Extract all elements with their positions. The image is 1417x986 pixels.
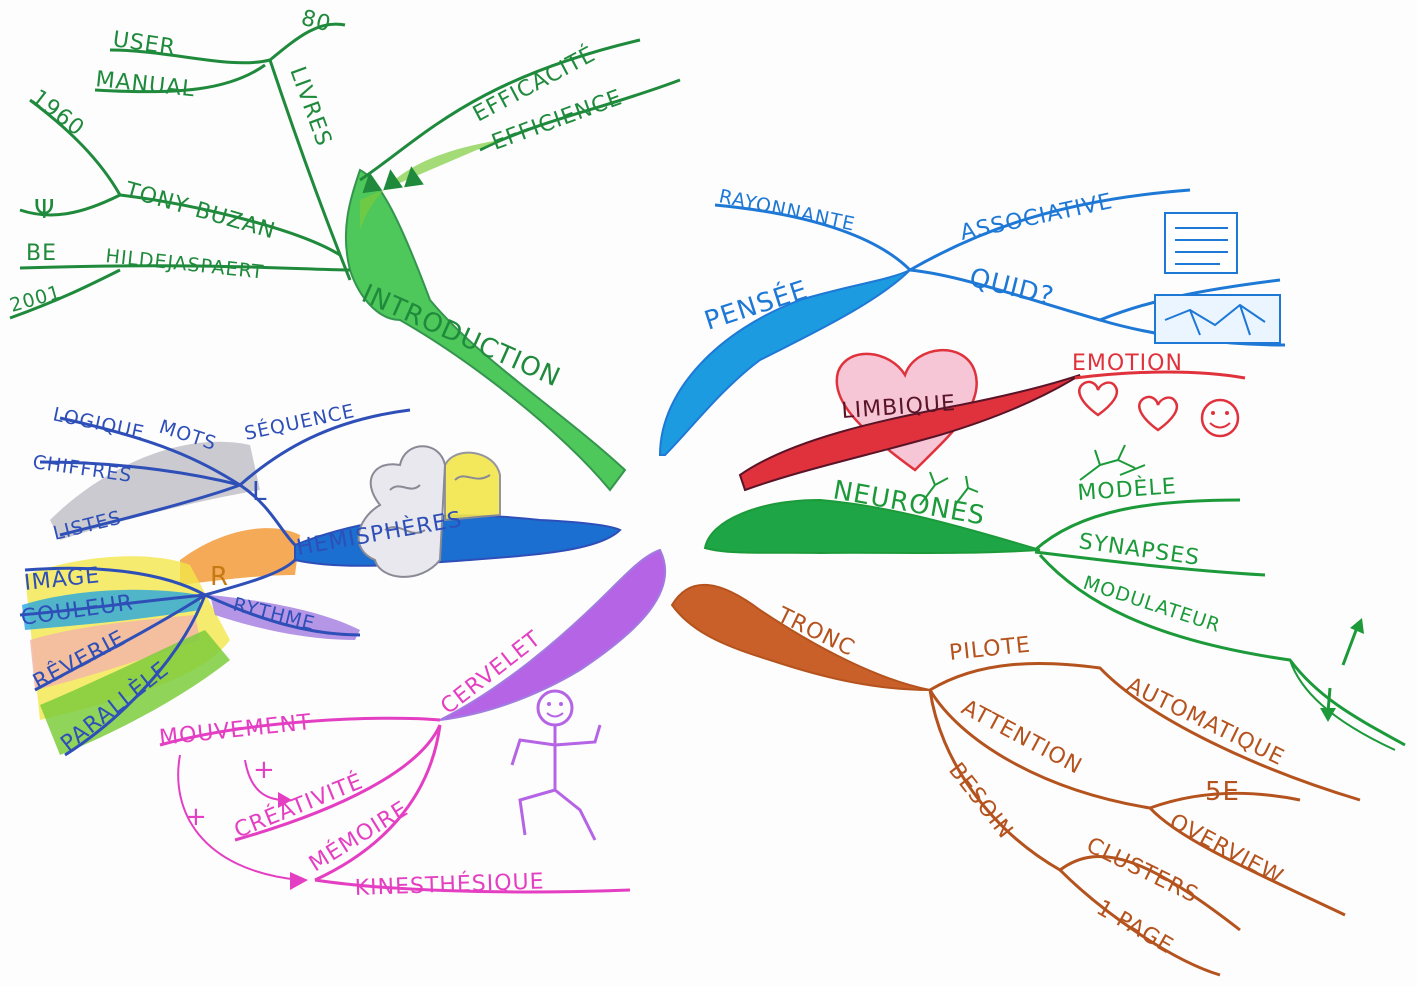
rayonnante-label: RAYONNANTE <box>717 185 857 235</box>
livres-branch <box>268 59 352 281</box>
one-page-label: 1 PAGE <box>1092 896 1178 960</box>
cervelet-main-branch <box>439 548 667 721</box>
tronc-main-branch <box>670 583 931 691</box>
curved-arrow-1 <box>177 754 301 881</box>
quid-branch <box>909 268 1281 322</box>
five-e-label: 5E <box>1205 777 1240 807</box>
smiley-icon <box>1200 398 1240 438</box>
couleur-branch <box>19 593 206 617</box>
branch-hemispheres: L R HEMISPHÈRES SÉQUENCE MOTS LOGIQUE CH… <box>19 399 622 757</box>
introduction-label: INTRODUCTION <box>357 279 565 394</box>
mouvement-label: MOUVEMENT <box>158 710 313 751</box>
plus-sign-1: + <box>253 755 276 785</box>
tony-buzan-label: TONY BUZAN <box>121 177 278 244</box>
associative-branch <box>909 188 1191 272</box>
orange-fill <box>180 528 300 585</box>
emotion-label: EMOTION <box>1072 351 1183 376</box>
modulateur-loop <box>1289 659 1396 751</box>
plus-sign-2: + <box>185 802 208 832</box>
besoin-branch <box>928 689 1241 932</box>
quid-label: QUID? <box>966 263 1057 313</box>
dendrite-icon-2 <box>1079 444 1146 481</box>
brain-icon <box>357 445 501 578</box>
overview-branch <box>1148 806 1346 917</box>
hilde-label: HILDEJASPAERT <box>104 245 265 284</box>
synapses-branch <box>1034 550 1266 577</box>
tony-branch <box>19 193 341 257</box>
logique-branch <box>59 416 241 487</box>
pilote-label: PILOTE <box>948 633 1032 666</box>
l-branch <box>239 483 297 547</box>
left-letter: L <box>252 477 268 507</box>
eighty-branch <box>269 22 346 62</box>
manual-label: MANUAL <box>94 67 196 102</box>
creativite-branch <box>234 724 442 842</box>
year-1960-label: 1960 <box>26 85 89 142</box>
arrow-head-2 <box>278 792 292 808</box>
user-branch <box>109 48 271 65</box>
chiffres-label: CHIFFRES <box>31 451 133 487</box>
besoin-label: BESOIN <box>943 758 1018 844</box>
mouvement-branch <box>159 716 441 747</box>
modele-branch <box>1034 498 1241 552</box>
stick-figure-icon <box>510 689 602 841</box>
sequence-branch <box>239 408 411 487</box>
manual-branch <box>94 63 266 94</box>
year-2001-branch <box>9 268 121 320</box>
attention-branch <box>928 689 1301 810</box>
limbique-main-branch <box>738 374 1081 492</box>
efficience-branch <box>479 78 681 152</box>
livres-label: LIVRES <box>284 64 336 151</box>
associative-label: ASSOCIATIVE <box>958 189 1115 246</box>
arrow-head-1 <box>290 872 308 890</box>
pilote-branch <box>929 661 1361 802</box>
efficacite-branch <box>359 38 641 182</box>
kinesthesique-label: KINESTHÉSIQUE <box>354 868 545 901</box>
one-page-branch <box>1058 868 1221 977</box>
year-1960-branch <box>29 98 122 196</box>
year-2001-label: 2001 <box>7 281 63 317</box>
reverie-branch <box>34 593 206 692</box>
automatique-label: AUTOMATIQUE <box>1122 673 1288 771</box>
green-fill <box>40 630 230 755</box>
emotion-branch <box>1074 370 1246 380</box>
logique-label: LOGIQUE <box>51 403 147 444</box>
chiffres-branch <box>39 460 241 487</box>
user-label: USER <box>111 27 177 61</box>
up-arrow-icon <box>1341 618 1364 666</box>
listes-branch <box>59 483 241 537</box>
down-arrow-icon <box>1320 687 1336 722</box>
r-branch <box>204 558 297 597</box>
hilde-branch <box>19 264 351 272</box>
neurones-main-branch <box>703 498 1041 555</box>
modulateur-branch <box>1038 554 1406 747</box>
image-branch <box>24 566 206 597</box>
rayonnante-branch <box>714 203 912 272</box>
modele-label: MODÈLE <box>1077 473 1178 506</box>
branch-limbique: LIMBIQUE EMOTION <box>738 348 1246 492</box>
arrows-label: ▲▲▲ <box>359 158 426 196</box>
dendrite-icon-1 <box>919 471 979 506</box>
branch-tronc: TRONC PILOTE AUTOMATIQUE ATTENTION 5E OV… <box>670 583 1361 977</box>
small-heart-icon-1 <box>1078 380 1119 417</box>
psi-symbol: Ψ <box>34 195 55 225</box>
memoire-branch <box>314 724 442 882</box>
purple-soft-fill <box>210 595 360 640</box>
clusters-label: CLUSTERS <box>1082 833 1202 909</box>
parallele-branch <box>64 594 207 757</box>
sequence-label: SÉQUENCE <box>242 399 357 445</box>
branch-neurones: NEURONES MODÈLE SYNAPSES MODULATEUR <box>703 444 1406 751</box>
small-heart-icon-2 <box>1138 395 1179 432</box>
kinesthesique-branch <box>314 878 631 894</box>
be-label: BE <box>26 241 57 266</box>
right-letter: R <box>210 562 229 592</box>
rythme-branch <box>204 593 361 637</box>
